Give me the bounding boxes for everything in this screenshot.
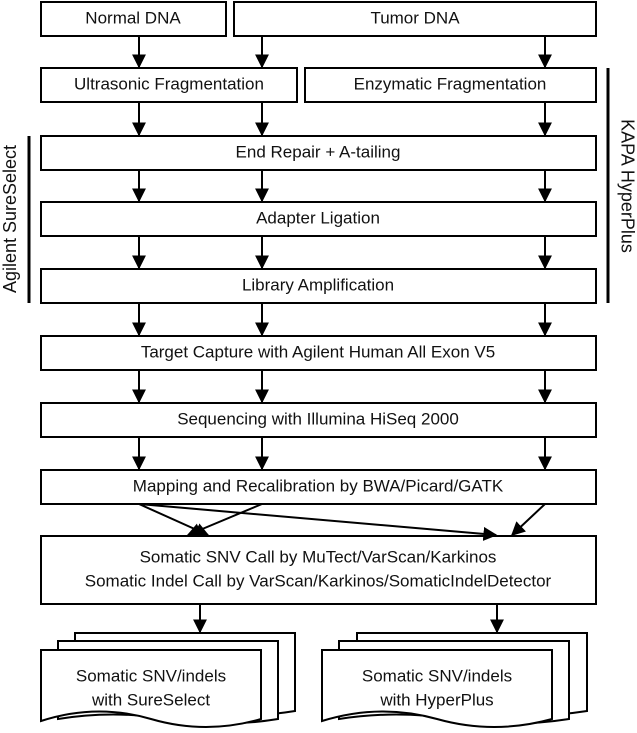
variant-calling-line2: Somatic Indel Call by VarScan/Karkinos/S… [85, 571, 552, 590]
flow-arrows [132, 36, 552, 634]
output-sureselect-line2: with SureSelect [91, 690, 210, 709]
variant-calling-node: Somatic SNV Call by MuTect/VarScan/Karki… [40, 535, 597, 605]
enzymatic-fragmentation-node: Enzymatic Fragmentation [304, 67, 597, 103]
target-capture-node: Target Capture with Agilent Human All Ex… [40, 335, 597, 371]
output-hyperplus-line1: Somatic SNV/indels [362, 666, 512, 685]
tumor-dna-label: Tumor DNA [370, 8, 460, 27]
output-hyperplus-line2: with HyperPlus [379, 690, 493, 709]
sequencing-node: Sequencing with Illumina HiSeq 2000 [40, 402, 597, 438]
tumor-dna-node: Tumor DNA [233, 1, 597, 37]
kapa-hyperplus-label: KAPA HyperPlus [617, 119, 637, 253]
kapa-hyperplus-bracket: KAPA HyperPlus [606, 68, 637, 303]
target-capture-label: Target Capture with Agilent Human All Ex… [141, 342, 495, 361]
ultrasonic-fragmentation-label: Ultrasonic Fragmentation [74, 74, 264, 93]
end-repair-node: End Repair + A-tailing [40, 135, 597, 171]
adapter-ligation-node: Adapter Ligation [40, 201, 597, 237]
output-sureselect-line1: Somatic SNV/indels [76, 666, 226, 685]
adapter-ligation-label: Adapter Ligation [256, 208, 380, 227]
mapping-node: Mapping and Recalibration by BWA/Picard/… [40, 469, 597, 505]
normal-dna-node: Normal DNA [40, 1, 227, 37]
agilent-sureselect-label: Agilent SureSelect [0, 145, 20, 293]
end-repair-label: End Repair + A-tailing [236, 142, 401, 161]
normal-dna-label: Normal DNA [85, 8, 181, 27]
mapping-label: Mapping and Recalibration by BWA/Picard/… [133, 476, 504, 495]
variant-calling-line1: Somatic SNV Call by MuTect/VarScan/Karki… [140, 547, 497, 566]
agilent-sureselect-bracket: Agilent SureSelect [0, 136, 31, 303]
library-amplification-node: Library Amplification [40, 268, 597, 304]
output-hyperplus-stack: Somatic SNV/indels with HyperPlus [321, 632, 588, 728]
library-amplification-label: Library Amplification [242, 275, 394, 294]
ultrasonic-fragmentation-node: Ultrasonic Fragmentation [40, 67, 298, 103]
sequencing-label: Sequencing with Illumina HiSeq 2000 [177, 409, 459, 428]
output-sureselect-stack: Somatic SNV/indels with SureSelect [40, 632, 296, 728]
enzymatic-fragmentation-label: Enzymatic Fragmentation [354, 74, 547, 93]
